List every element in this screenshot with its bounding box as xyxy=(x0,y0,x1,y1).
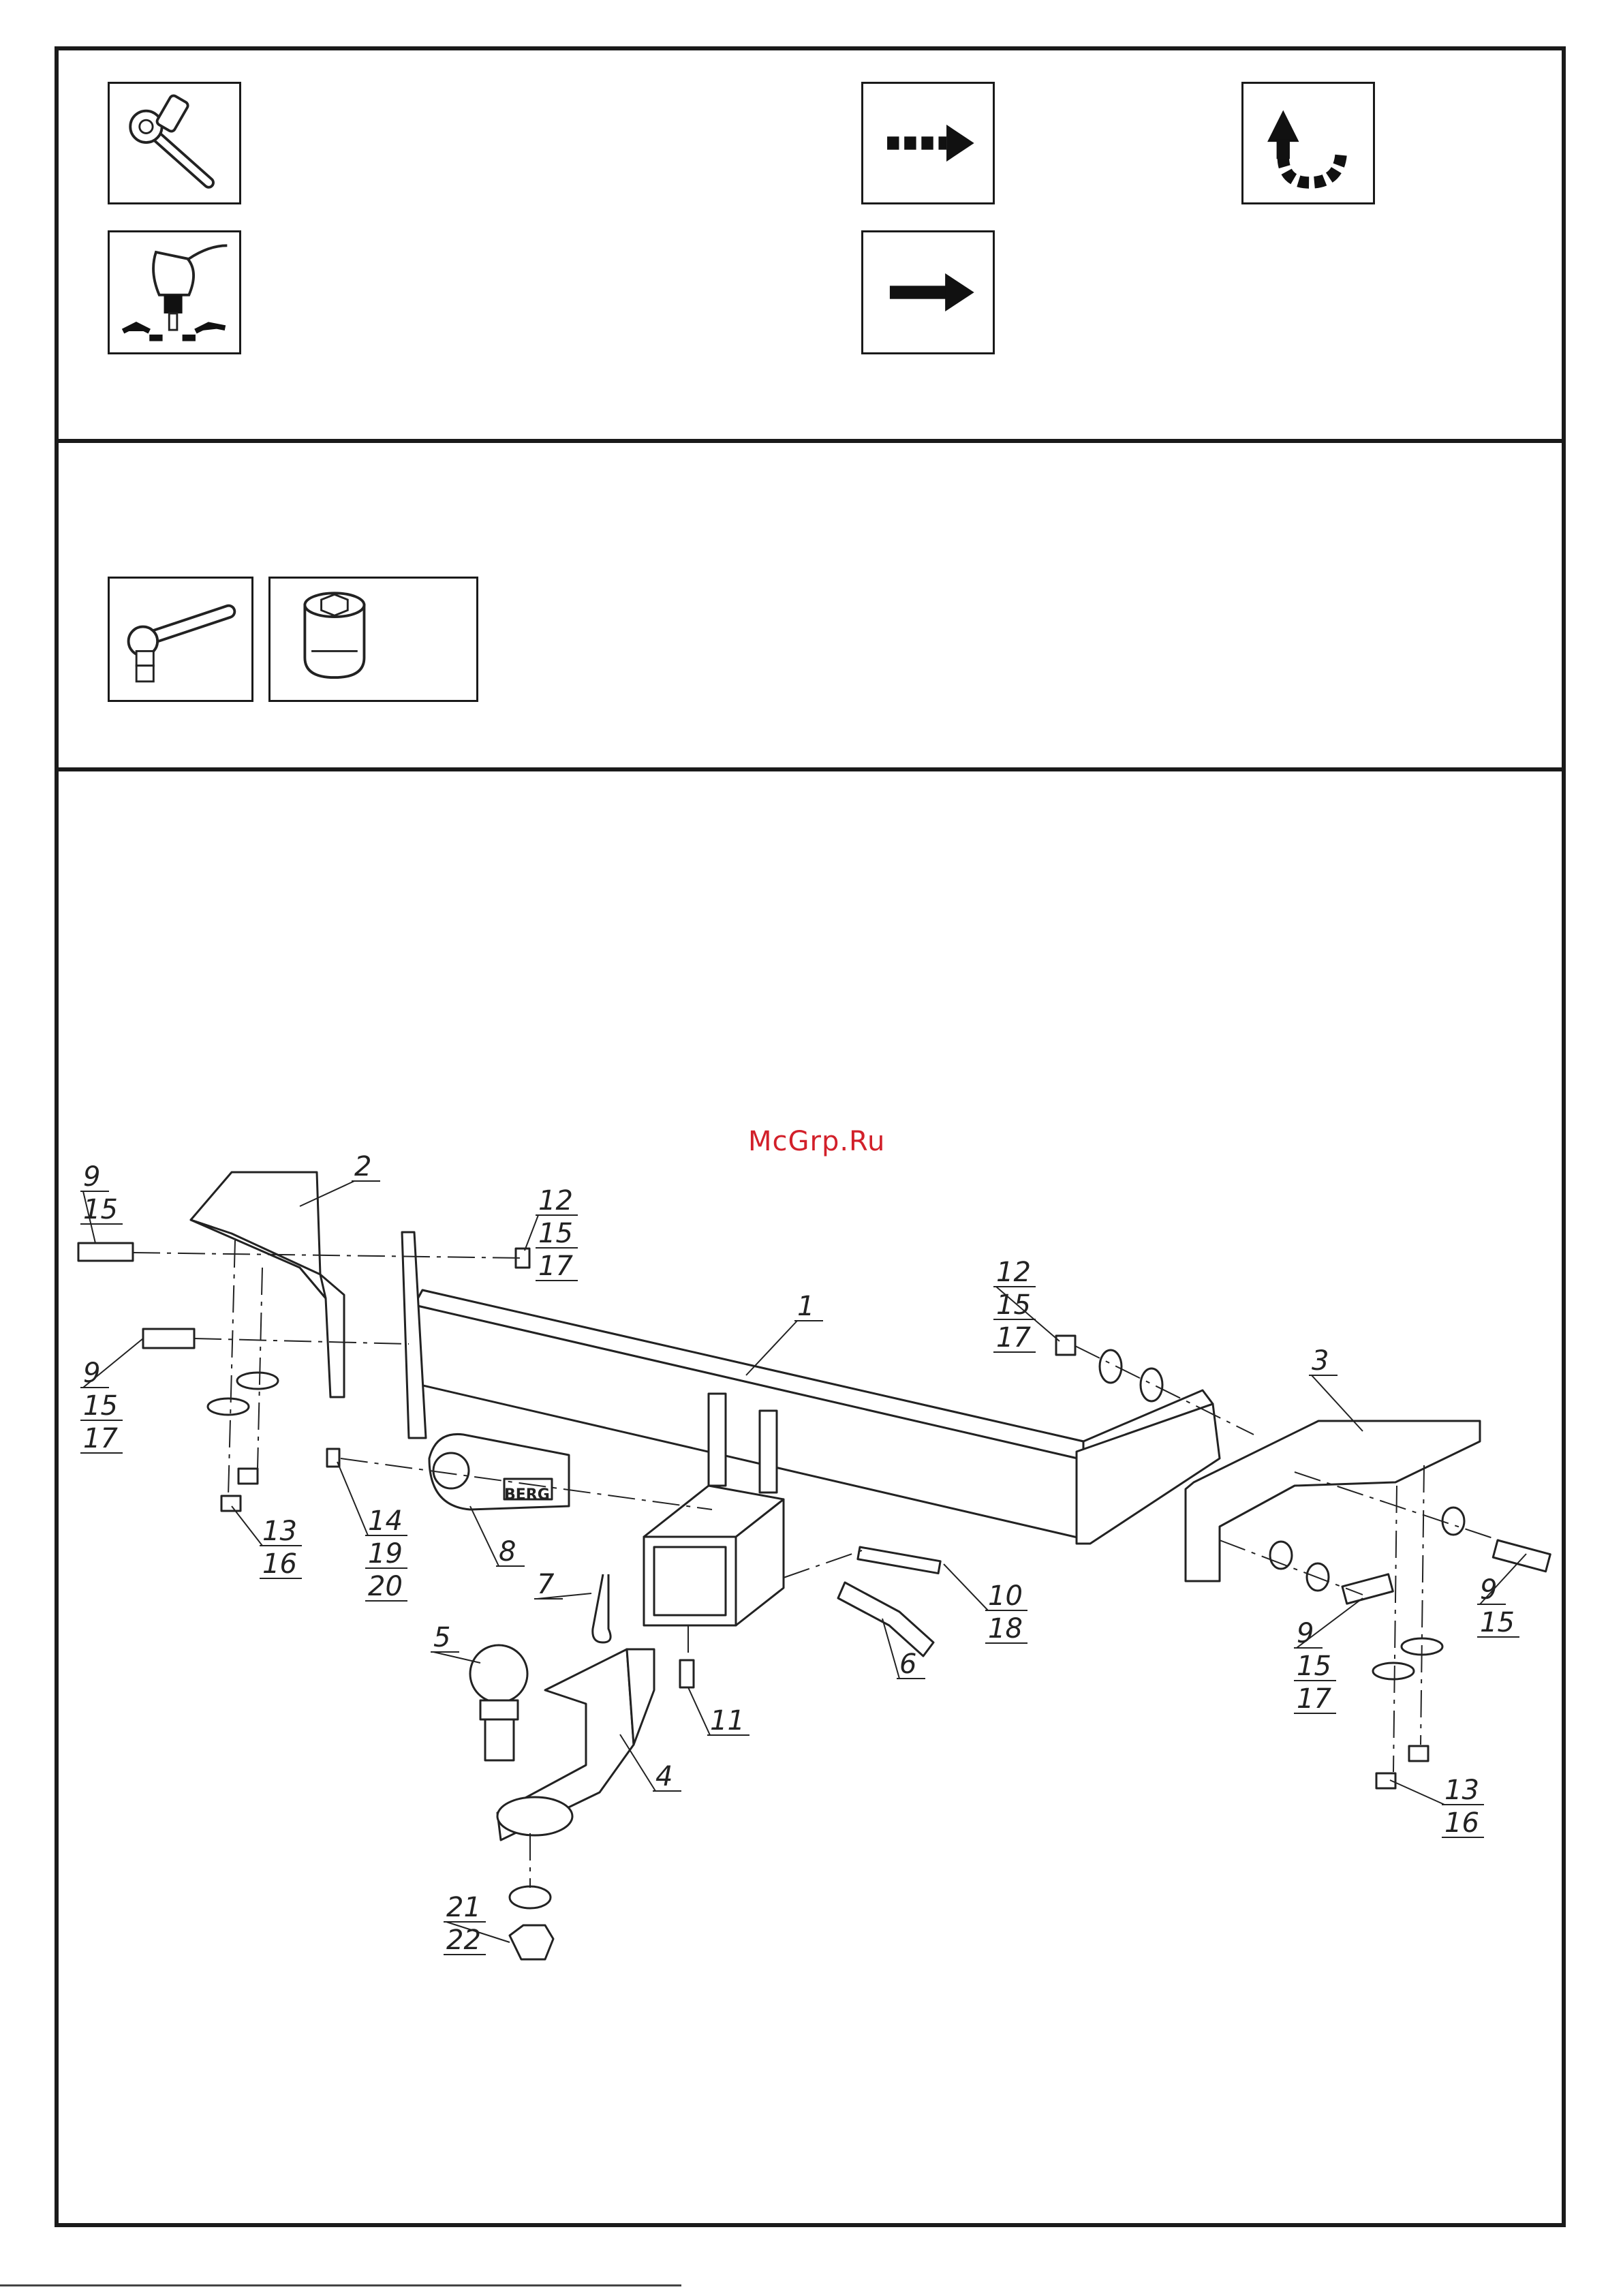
callout-number: 16 xyxy=(262,1548,297,1580)
callout-leader xyxy=(944,1564,988,1610)
callout-c9a: 915 xyxy=(80,1161,123,1243)
washer-left-2 xyxy=(237,1373,278,1389)
bolt-9-left-mid xyxy=(143,1329,194,1348)
part-6-pin xyxy=(838,1582,933,1656)
bottom-edge-line xyxy=(0,2284,681,2286)
part-2-left-bracket xyxy=(191,1172,344,1397)
callout-leader xyxy=(525,1215,538,1251)
washer-right-4 xyxy=(1270,1542,1292,1569)
callout-c5: 5 xyxy=(431,1622,480,1663)
callout-leader xyxy=(433,1652,480,1663)
callout-number: 8 xyxy=(499,1536,516,1567)
callout-number: 17 xyxy=(538,1251,573,1282)
callout-number: 9 xyxy=(83,1161,100,1193)
callout-number: 17 xyxy=(996,1322,1031,1353)
callout-number: 9 xyxy=(1297,1618,1314,1649)
callout-number: 14 xyxy=(368,1505,403,1537)
callout-number: 6 xyxy=(899,1649,916,1680)
callout-number: 17 xyxy=(83,1423,118,1454)
callout-c14: 141920 xyxy=(337,1462,407,1602)
callout-number: 15 xyxy=(1297,1651,1331,1682)
callout-number: 7 xyxy=(537,1569,555,1600)
callout-number: 10 xyxy=(988,1580,1023,1612)
callout-number: 5 xyxy=(433,1622,450,1653)
part-11-bolt xyxy=(680,1660,694,1687)
nut-13-left-2 xyxy=(221,1496,241,1511)
callout-number: 16 xyxy=(1444,1807,1479,1839)
callout-number: 13 xyxy=(262,1516,297,1547)
callout-number: 19 xyxy=(368,1538,403,1570)
callout-number: 15 xyxy=(996,1289,1031,1321)
callout-leader xyxy=(746,1321,797,1375)
washer-left-1 xyxy=(208,1398,249,1415)
washer-right-2 xyxy=(1141,1368,1162,1401)
callout-number: 18 xyxy=(988,1613,1023,1644)
nut-13-left-1 xyxy=(238,1469,258,1484)
callout-number: 4 xyxy=(655,1761,673,1792)
brand-label: BERG xyxy=(504,1486,550,1503)
callout-number: 9 xyxy=(83,1358,100,1389)
bolt-9-left-top xyxy=(78,1243,133,1261)
callout-number: 15 xyxy=(538,1218,573,1249)
part-10-bolt xyxy=(858,1547,940,1574)
callout-c7: 7 xyxy=(534,1569,591,1600)
callout-number: 2 xyxy=(354,1151,371,1182)
washer-right-7 xyxy=(1373,1663,1414,1679)
callout-number: 22 xyxy=(446,1925,481,1956)
callout-number: 12 xyxy=(538,1185,573,1216)
callout-c11: 11 xyxy=(688,1687,749,1736)
part-21-washer xyxy=(510,1886,551,1908)
callout-leader xyxy=(620,1734,655,1791)
callout-number: 9 xyxy=(1480,1574,1497,1606)
bolt-9-right-mid xyxy=(1342,1574,1393,1604)
part-7-clip xyxy=(593,1574,610,1642)
washer-right-3 xyxy=(1442,1507,1464,1535)
callout-c9c: 915 xyxy=(1477,1554,1526,1638)
callout-leader xyxy=(232,1506,262,1546)
callout-number: 17 xyxy=(1297,1683,1331,1715)
callout-number: 13 xyxy=(1444,1775,1479,1806)
callout-leader xyxy=(337,1462,368,1535)
nut-12-right xyxy=(1056,1336,1075,1355)
callout-number: 3 xyxy=(1312,1345,1329,1377)
callout-number: 15 xyxy=(83,1390,118,1422)
callout-number: 21 xyxy=(446,1892,481,1923)
nut-13-right-1 xyxy=(1409,1746,1428,1761)
callout-c8: 8 xyxy=(470,1506,525,1567)
callout-c3: 3 xyxy=(1309,1345,1363,1431)
part-22-nut xyxy=(510,1925,553,1959)
callout-leader xyxy=(688,1687,710,1735)
callout-leader xyxy=(470,1506,499,1566)
bolt-9-right-top xyxy=(1493,1540,1550,1572)
callout-number: 20 xyxy=(368,1571,403,1602)
callout-number: 11 xyxy=(710,1705,745,1736)
washer-right-1 xyxy=(1100,1350,1122,1383)
callout-leader xyxy=(1390,1780,1444,1805)
callout-number: 15 xyxy=(1480,1607,1515,1638)
callout-number: 15 xyxy=(83,1194,118,1225)
callout-c1: 1 xyxy=(746,1291,823,1375)
part-3-right-bracket xyxy=(1186,1421,1480,1581)
callout-number: 1 xyxy=(797,1291,814,1322)
callout-number: 12 xyxy=(996,1257,1031,1288)
